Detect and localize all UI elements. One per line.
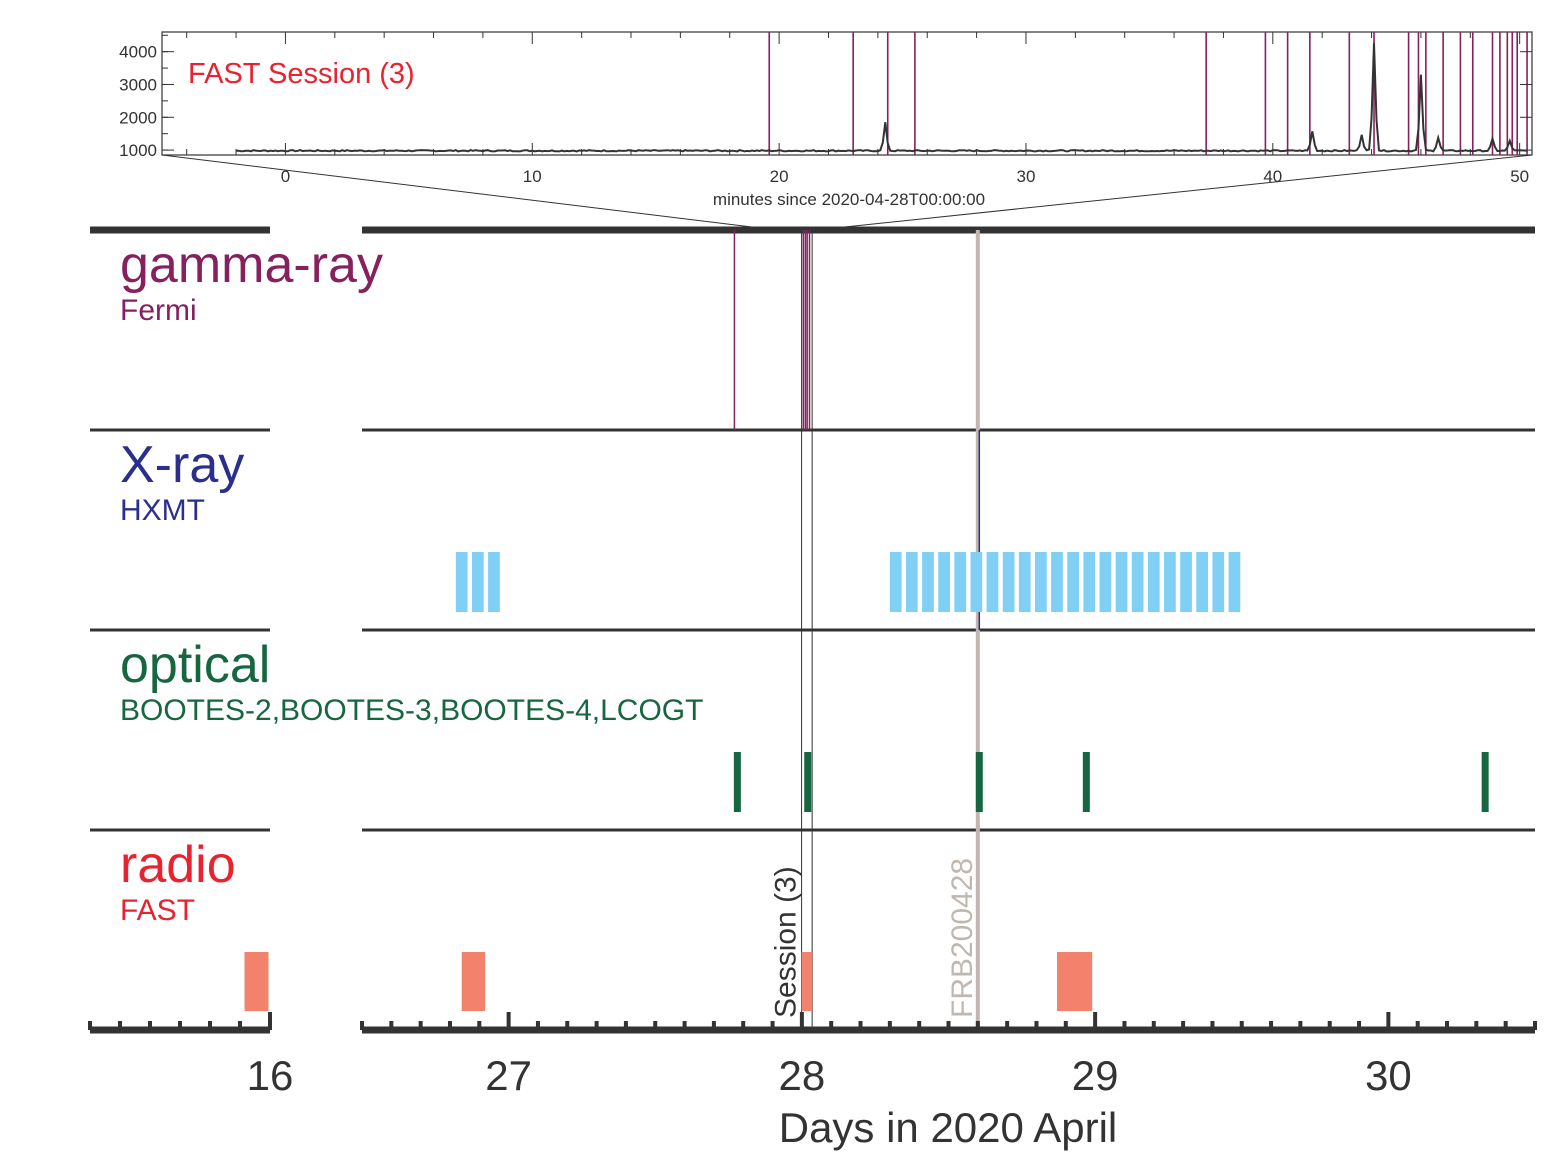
x-ray-observation <box>1018 552 1031 612</box>
main-x-axis: 16 27 28 29 30 <box>88 1012 1537 1099</box>
inset-x-tick-label: 0 <box>281 167 290 186</box>
x-ray-observation <box>1131 552 1144 612</box>
x-ray-observation <box>1228 552 1241 612</box>
track-instrument: Fermi <box>120 294 197 327</box>
inset-event-lines <box>768 32 1528 155</box>
track-label: X-ray <box>120 436 244 494</box>
x-ray-observation <box>1147 552 1160 612</box>
track-label: gamma-ray <box>120 236 383 294</box>
x-ray-observation <box>986 552 999 612</box>
inset-x-axis-label: minutes since 2020-04-28T00:00:00 <box>713 190 985 209</box>
x-ray-observation <box>1035 552 1047 612</box>
x-ray-observation <box>1051 552 1063 612</box>
main-tick-label: 27 <box>485 1052 532 1099</box>
inset-x-tick-label: 10 <box>523 167 542 186</box>
optical-observation <box>1481 752 1489 812</box>
x-ray-observation <box>922 552 934 612</box>
main-panel: FRB200428 Session (3) gamma-rayFermiX-ray… <box>88 226 1537 1151</box>
inset-y-tick-label: 3000 <box>119 75 157 94</box>
optical-observation <box>733 752 741 812</box>
inset-x-tick-label: 20 <box>770 167 789 186</box>
zoom-connector-left <box>161 154 761 229</box>
optical-observation <box>1082 752 1090 812</box>
main-tick-label: 28 <box>779 1052 826 1099</box>
main-x-axis-label: Days in 2020 April <box>779 1104 1118 1151</box>
inset-plot-frame <box>161 31 1533 156</box>
main-tick-label: 30 <box>1365 1052 1412 1099</box>
x-ray-observation <box>488 552 500 612</box>
inset-x-tick-label: 50 <box>1510 167 1529 186</box>
main-tick-label: 29 <box>1072 1052 1119 1099</box>
x-ray-observation <box>1180 552 1192 612</box>
x-ray-observation <box>1212 552 1225 612</box>
track-label: radio <box>120 836 236 894</box>
x-ray-observation <box>938 552 950 612</box>
radio-observation <box>801 952 813 1011</box>
x-ray-observation <box>1083 552 1096 612</box>
session-marker-label: Session (3) <box>770 866 803 1018</box>
x-ray-observation <box>954 552 967 612</box>
x-ray-observation <box>1099 552 1112 612</box>
track-instrument: FAST <box>120 894 195 927</box>
x-ray-observation <box>471 552 484 612</box>
optical-observation <box>804 752 812 812</box>
x-ray-observation <box>1067 552 1079 612</box>
track-instrument: BOOTES-2,BOOTES-3,BOOTES-4,LCOGT <box>120 694 703 727</box>
inset-y-tick-label: 2000 <box>119 108 157 127</box>
track-instrument: HXMT <box>120 494 205 527</box>
tracks <box>244 230 1489 1011</box>
frb-marker-label: FRB200428 <box>946 858 979 1018</box>
inset-y-axis: 1000 2000 3000 4000 <box>119 34 1532 160</box>
vertical-markers: FRB200428 Session (3) <box>770 230 980 1030</box>
radio-observation <box>244 952 269 1011</box>
x-ray-observation <box>905 552 918 612</box>
zoom-connector-right <box>834 154 1533 229</box>
inset-x-tick-label: 30 <box>1017 167 1036 186</box>
inset-y-tick-label: 1000 <box>119 141 157 160</box>
x-ray-observation <box>455 552 468 612</box>
radio-observation <box>1057 952 1093 1011</box>
radio-observation <box>461 952 486 1011</box>
track-label: optical <box>120 636 270 694</box>
main-tick-label: 16 <box>247 1052 294 1099</box>
x-ray-observation <box>889 552 902 612</box>
inset-y-tick-label: 4000 <box>119 43 157 62</box>
track-separators <box>90 226 1535 832</box>
inset-annotation: FAST Session (3) <box>188 58 415 90</box>
optical-observation <box>975 752 983 812</box>
inset-light-curve <box>236 43 1528 153</box>
x-ray-observation <box>970 552 983 612</box>
x-ray-observation <box>1196 552 1209 612</box>
x-ray-observation <box>1002 552 1015 612</box>
x-ray-observation <box>1164 552 1176 612</box>
x-ray-observation <box>1115 552 1128 612</box>
